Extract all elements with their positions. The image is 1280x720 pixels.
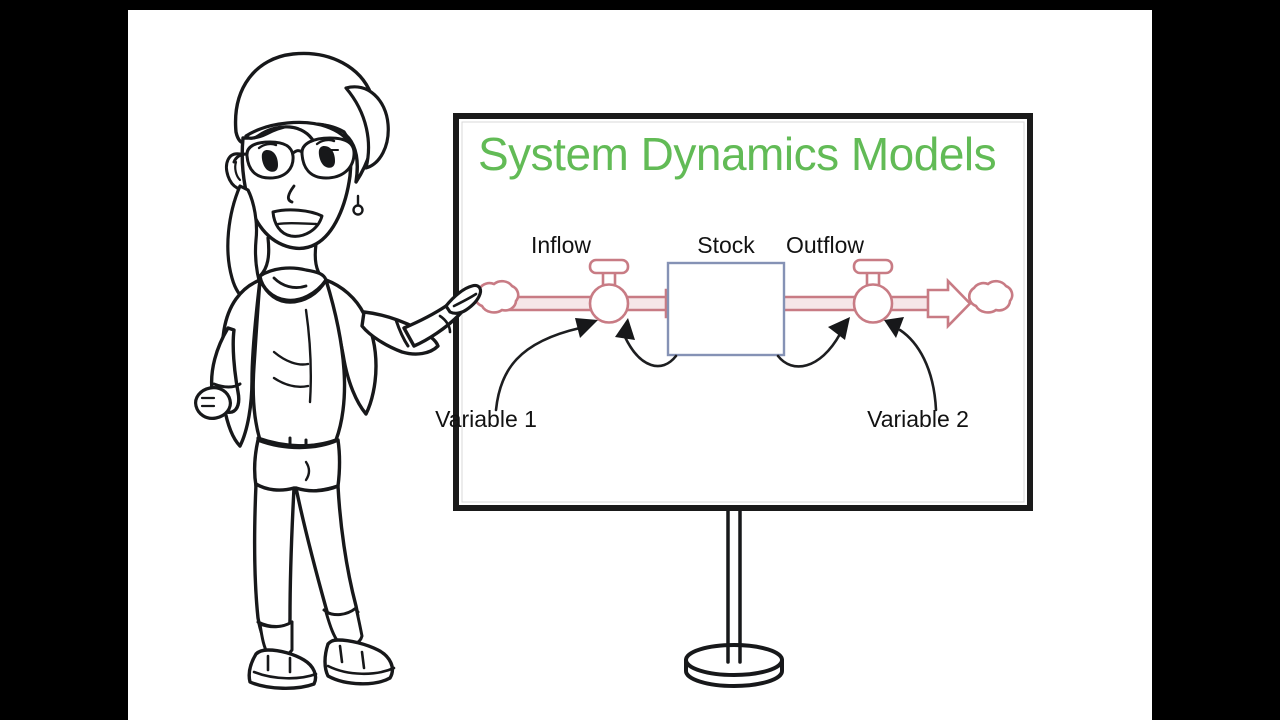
connector-variable1-to-inflow [494,318,598,412]
stock-box[interactable] [666,261,786,357]
cartoon-presenter-woman [194,51,483,690]
label-variable-1: Variable 1 [435,406,537,432]
flow-pipe-outflow-to-sink [884,277,972,330]
sink-cloud-icon [967,279,1014,314]
video-content-area: System Dynamics Models [128,10,1152,720]
letterbox-bar-left [0,0,128,720]
label-outflow: Outflow [786,232,864,258]
label-stock: Stock [697,232,755,258]
flow-pipe-source-to-inflow [506,295,598,312]
flow-pipe-stock-to-outflow [783,295,863,312]
connector-stock-to-outflow [776,317,850,368]
whiteboard-title: System Dynamics Models [478,128,996,180]
outflow-valve-icon[interactable] [852,258,894,324]
stock-flow-diagram: Inflow Stock Outflow Variable 1 Variable… [435,232,1014,432]
label-inflow: Inflow [531,232,591,258]
whiteboard: System Dynamics Models [435,113,1033,511]
letterbox-bar-top [0,0,1280,10]
source-cloud-icon [473,279,520,314]
connector-variable2-to-outflow [884,317,938,412]
whiteboard-stand [684,506,784,688]
scene-drawing: System Dynamics Models [194,51,1033,690]
label-variable-2: Variable 2 [867,406,969,432]
flow-arrowhead-into-sink [926,277,972,330]
letterbox-bar-right [1152,0,1280,720]
inflow-valve-icon[interactable] [588,258,630,324]
connector-stock-to-inflow [615,318,678,368]
